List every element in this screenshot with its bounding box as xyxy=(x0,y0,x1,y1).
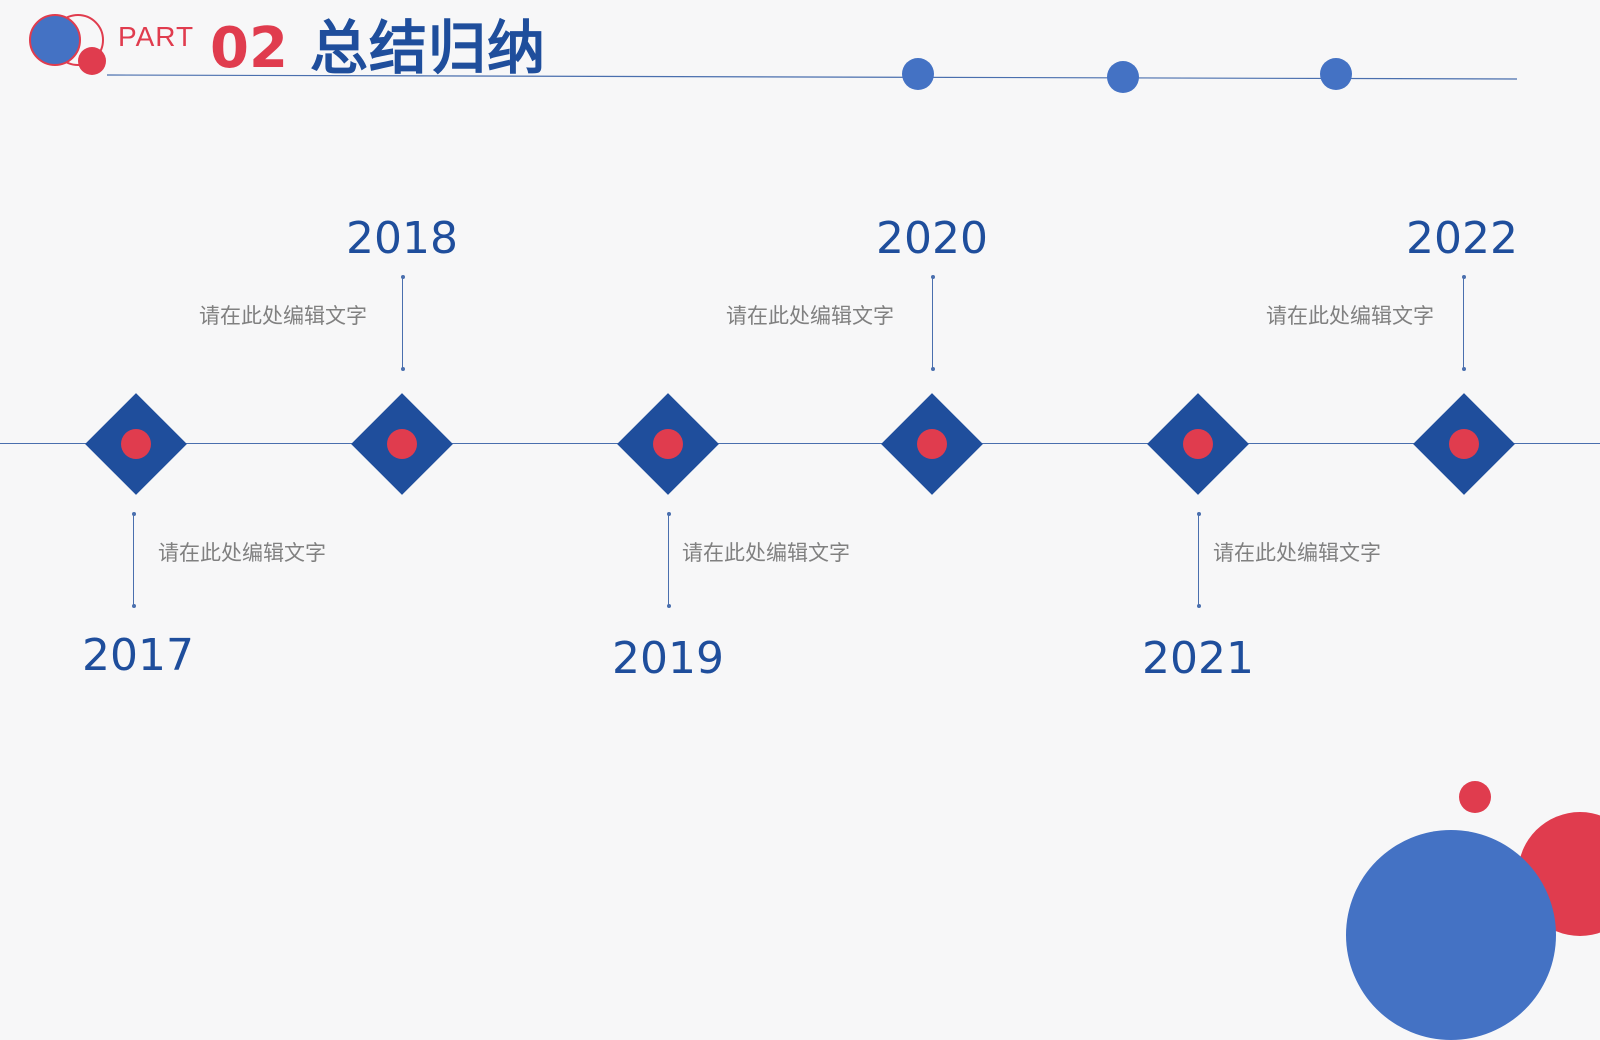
timeline-node-2019 xyxy=(617,393,719,495)
logo-red-dot xyxy=(78,47,106,75)
timeline-connector xyxy=(666,512,671,608)
timeline-node-2018 xyxy=(351,393,453,495)
header-dot xyxy=(902,58,934,90)
part-label: PART xyxy=(118,21,195,52)
header-dot xyxy=(1320,58,1352,90)
part-number: 02 xyxy=(210,16,288,81)
timeline-axis xyxy=(0,443,1600,444)
logo-blue-circle xyxy=(29,14,81,66)
timeline-node-2017 xyxy=(85,393,187,495)
marker-dot xyxy=(387,429,417,459)
timeline-year: 2021 xyxy=(1142,633,1254,684)
timeline-caption: 请在此处编辑文字 xyxy=(682,541,850,565)
marker-dot xyxy=(653,429,683,459)
timeline-year: 2019 xyxy=(612,633,724,684)
header-dot xyxy=(1107,61,1139,93)
decor-red-dot xyxy=(1459,781,1491,813)
timeline-caption: 请在此处编辑文字 xyxy=(199,304,367,328)
marker-dot xyxy=(1449,429,1479,459)
timeline-caption: 请在此处编辑文字 xyxy=(158,541,326,565)
timeline-year: 2017 xyxy=(82,630,194,681)
timeline-caption: 请在此处编辑文字 xyxy=(726,304,894,328)
timeline-year: 2022 xyxy=(1406,213,1518,264)
timeline-connector xyxy=(1461,275,1466,371)
timeline-connector xyxy=(400,275,405,371)
timeline-connector xyxy=(1196,512,1201,608)
timeline-caption: 请在此处编辑文字 xyxy=(1213,541,1381,565)
page-title: 总结归纳 xyxy=(310,14,547,82)
timeline-node-2021 xyxy=(1147,393,1249,495)
timeline-connector xyxy=(930,275,935,371)
header-underline xyxy=(106,74,1518,80)
timeline-year: 2020 xyxy=(876,213,988,264)
timeline-caption: 请在此处编辑文字 xyxy=(1266,304,1434,328)
marker-dot xyxy=(1183,429,1213,459)
marker-dot xyxy=(121,429,151,459)
decor-blue-circle xyxy=(1346,830,1556,1040)
timeline-connector xyxy=(131,512,136,608)
timeline-year: 2018 xyxy=(346,213,458,264)
timeline-node-2022 xyxy=(1413,393,1515,495)
marker-dot xyxy=(917,429,947,459)
timeline-node-2020 xyxy=(881,393,983,495)
